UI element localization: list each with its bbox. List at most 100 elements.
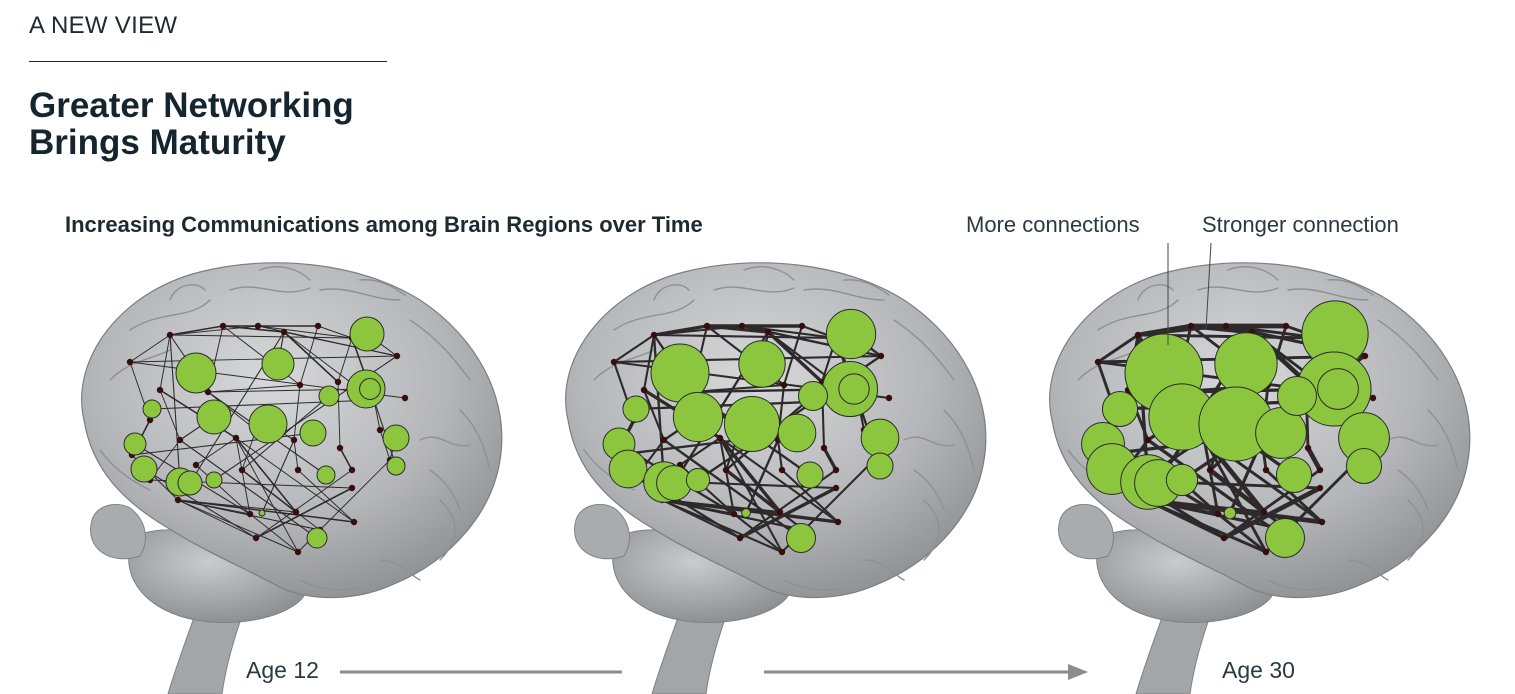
connection-edge [131,432,314,456]
hub-dot [393,352,401,360]
hub-dot [738,322,746,330]
gyrus-fold [1327,279,1374,296]
hub-dot [334,378,342,386]
hub-dot [192,461,200,469]
region-node [777,413,817,453]
region-node [786,523,816,553]
connection-edge [652,333,838,340]
gyrus-fold [319,288,401,301]
region-node-ring [838,373,870,405]
gyrus-fold [259,266,311,281]
region-node [608,449,648,489]
stronger-connection-label: Stronger connection [1202,212,1399,237]
age-30-brain [1049,262,1471,694]
age-12-label: Age 12 [246,657,319,683]
connection-edge [293,384,301,441]
hub-dot [776,508,784,516]
region-node [1275,456,1313,494]
hub-dot [254,322,262,330]
gyrus-fold [803,288,885,301]
connection-edge [1216,512,1268,554]
connection-edge [255,469,353,539]
region-node [142,399,162,419]
stronger-connection-leader [1205,242,1212,331]
gyrus-fold [99,449,151,491]
region-node [175,352,217,394]
connection-edge [1202,436,1220,516]
hub-dot [820,444,828,452]
gyrus-fold [1287,288,1369,301]
hub-dot [280,328,288,336]
hub-dot [610,358,618,366]
connection-edge [612,333,656,364]
hub-dot [252,534,260,542]
hub-dot [1369,394,1377,402]
hub-dot [730,510,738,518]
region-node [196,399,232,435]
callout-leader-lines [1167,242,1212,345]
gyrus-fold [1347,559,1389,581]
hub-dot [219,322,227,330]
hub-dot [716,434,724,442]
gyrus-fold [379,559,421,581]
brain-stem [1135,599,1215,694]
hub-dot [764,328,772,336]
gyrus-fold [863,559,905,581]
connection-edge [241,395,330,471]
hub-dot [350,518,358,526]
connection-edge [317,325,353,339]
gyrus-fold [1427,409,1459,471]
connection-edge [235,437,297,513]
connection-edge [293,439,299,471]
hub-dot [1304,444,1312,452]
brain-stem [651,599,731,694]
connection-edge [249,513,299,553]
region-node [346,369,386,409]
gyrus-fold [893,319,955,381]
more-connections-label: More connections [966,212,1140,237]
timeline-arrow [340,664,1088,680]
hub-dot [736,534,744,542]
connection-edge [159,334,171,391]
gyrus-fold [459,409,491,471]
hub-dot [246,510,254,518]
region-node-ring [1317,368,1359,410]
region-node [1214,332,1278,396]
connection-edge [169,325,259,336]
connection-edge [1207,467,1267,515]
connection-edge [257,325,353,339]
connection-edge [724,468,782,514]
connection-edge [207,384,301,393]
connection-edge [283,331,339,383]
connection-edge [663,439,802,539]
gyrus-fold [1397,469,1429,511]
timeline-arrowhead [1068,664,1088,680]
region-node [1265,518,1305,558]
gyrus-fold [1097,299,1179,331]
region-node [130,455,158,483]
gyrus-fold [439,499,456,561]
hub-dot [1260,508,1268,516]
region-node [860,418,900,458]
hub-dot [877,352,885,360]
gyrus-fold [713,286,795,293]
region-node [672,391,724,443]
hub-dot [166,331,174,339]
network-overlay [123,316,410,556]
hub-dot [156,386,164,394]
hub-dot [1144,436,1152,444]
figure-subtitle: Increasing Communications among Brain Re… [65,212,703,237]
hub-dot [336,444,344,452]
region-node [1101,390,1139,428]
region-node [258,509,266,517]
region-node [1223,506,1237,520]
gyrus-fold [419,436,471,447]
connection-edge [169,334,181,483]
connection-edge [297,469,355,523]
temporal-lobe [574,504,630,560]
connection-edge [299,325,319,386]
connection-edge [1305,445,1323,473]
gyrus-fold [613,299,695,331]
hub-dot [834,518,842,526]
